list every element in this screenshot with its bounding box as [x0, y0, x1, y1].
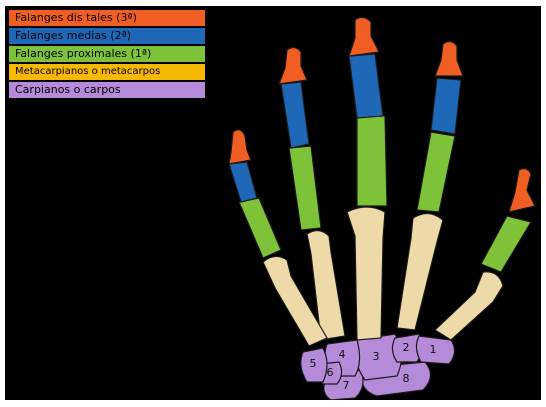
proximal-phalanx-little	[239, 198, 281, 258]
metacarpal-group	[263, 207, 503, 346]
medial-phalanx-little	[229, 162, 257, 202]
carpal-label-2: 2	[403, 341, 410, 354]
carpal-label-6: 6	[327, 366, 334, 379]
hand-bones-figure: Falanges dis tales (3ª) Falanges medias …	[5, 6, 541, 400]
proximal-phalanx-middle	[357, 116, 387, 206]
carpal-label-4: 4	[339, 348, 346, 361]
distal-phalanx-middle	[349, 17, 379, 56]
distal-phalanx-ring	[435, 41, 463, 76]
hand-skeleton: 1 2 3 4 5 6 7 8	[5, 6, 541, 400]
carpal-label-1: 1	[430, 343, 437, 356]
medial-phalanx-ring	[431, 78, 461, 134]
medial-phalanx-index	[281, 82, 309, 148]
carpal-label-7: 7	[343, 379, 350, 392]
carpal-label-5: 5	[310, 357, 317, 370]
proximal-phalanx-index	[289, 146, 321, 230]
proximal-phalanx-thumb	[481, 216, 531, 272]
metacarpal-bone-thumb	[435, 272, 503, 340]
medial-phalanx-middle	[349, 54, 383, 118]
metacarpal-bone-middle	[347, 207, 385, 340]
proximal-phalanx-group	[239, 116, 531, 272]
distal-phalanx-little	[229, 130, 251, 164]
distal-phalanx-thumb	[509, 169, 535, 212]
metacarpal-bone-ring	[397, 213, 443, 330]
carpal-label-3: 3	[373, 350, 380, 363]
proximal-phalanx-ring	[417, 132, 455, 212]
carpal-label-8: 8	[403, 372, 410, 385]
distal-phalanx-index	[279, 47, 307, 84]
